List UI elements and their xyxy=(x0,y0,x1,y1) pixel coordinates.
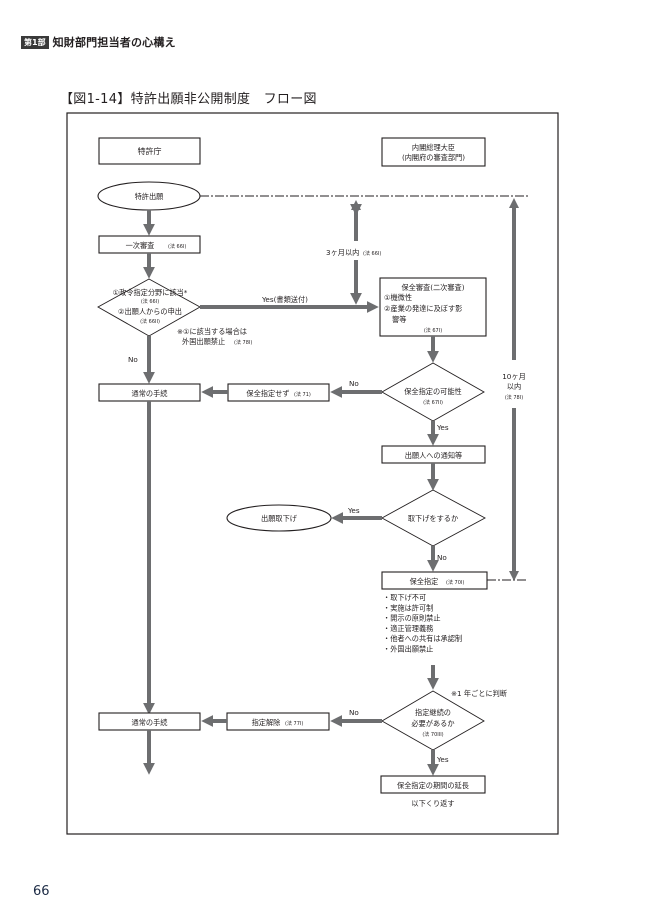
designation-effect-item: ・開示の原則禁止 xyxy=(383,614,441,623)
label-no-1: No xyxy=(128,355,138,364)
notify-applicant-label: 出願人への通知等 xyxy=(405,451,463,460)
normal-procedure-label-1: 通常の手続 xyxy=(132,389,168,398)
withdraw-label: 出願取下げ xyxy=(261,514,298,523)
no-designation-ref: (法 71) xyxy=(294,391,311,398)
arrowhead-ten-months-top xyxy=(509,198,519,208)
label-yes-2: Yes xyxy=(347,506,360,515)
possibility-label: 保全指定の可能性 xyxy=(404,387,462,396)
chapter-title: 知財部門担当者の心構え xyxy=(52,36,176,49)
arrowhead-ten-months-bottom xyxy=(509,571,519,581)
note-foreign-line2: 外国出願禁止 xyxy=(182,337,225,346)
first-exam-ref: (法 66I) xyxy=(168,243,186,250)
continue-line1: 指定継続の xyxy=(415,708,451,717)
security-exam-item1: ①機微性 xyxy=(384,293,412,302)
figure-title: 【図1-14】特許出願非公開制度 フロー図 xyxy=(60,92,317,107)
label-yes-send-docs: Yes(書類送付) xyxy=(261,295,308,304)
first-exam-label: 一次審査 xyxy=(126,241,155,250)
security-exam-box xyxy=(379,277,487,337)
designation-effect-item: ・適正管理義務 xyxy=(383,624,434,633)
cancel-designation-ref: (法 77I) xyxy=(285,720,303,727)
figure-frame xyxy=(66,112,559,835)
extension-box xyxy=(380,775,486,794)
designation-effect-item: ・他者への共有は承認制 xyxy=(383,634,462,643)
page-number: 66 xyxy=(33,884,50,899)
security-exam-ref: (法 67I) xyxy=(424,327,442,334)
cabinet-header-line2: (内閣府の審査部門) xyxy=(402,153,465,162)
decision1-line1: ①政令指定分野に該当* xyxy=(113,288,188,297)
jpo-header-box xyxy=(98,137,201,165)
label-ten-months-line2: 以内 xyxy=(507,382,521,391)
security-exam-title: 保全審査(二次審査) xyxy=(401,283,464,292)
cancel-designation-label: 指定解除 xyxy=(252,718,281,727)
annual-note: ※1 年ごとに判断 xyxy=(451,689,507,698)
withdraw-question-label: 取下げをするか xyxy=(408,514,458,523)
cabinet-header-line1: 内閣総理大臣 xyxy=(412,143,455,152)
extension-label: 保全指定の期間の延長 xyxy=(397,781,469,790)
designation-label: 保全指定 xyxy=(410,577,439,586)
decision1-line2: ②出願人からの申出 xyxy=(118,307,182,316)
continue-ref: (法 70III) xyxy=(422,731,443,738)
designation-effect-item: ・取下げ不可 xyxy=(383,593,426,602)
security-exam-item2b: 響等 xyxy=(392,315,406,324)
designation-effects-list: ・取下げ不可・実施は許可制・開示の原則禁止・適正管理義務・他者への共有は承認制・… xyxy=(383,593,462,654)
continue-line2: 必要があるか xyxy=(411,719,454,728)
security-exam-item2a: ②産業の発達に及ぼす影 xyxy=(384,304,462,313)
designation-effect-item: ・外国出願禁止 xyxy=(383,645,433,654)
label-no-2: No xyxy=(349,379,359,388)
note-foreign-ref: (法 78I) xyxy=(234,339,252,346)
no-designation-label: 保全指定せず xyxy=(246,389,289,398)
possibility-ref: (法 67II) xyxy=(423,399,443,406)
label-three-months: 3ヶ月以内 xyxy=(326,248,359,257)
note-foreign-line1: ※①に該当する場合は xyxy=(177,327,247,336)
jpo-header-label: 特許庁 xyxy=(138,146,162,156)
repeat-note: 以下くり返す xyxy=(411,799,454,808)
application-label: 特許出願 xyxy=(135,192,164,201)
designation-ref: (法 70I) xyxy=(446,579,464,586)
label-three-months-ref: (法 66I) xyxy=(363,250,381,257)
label-no-3: No xyxy=(437,553,447,562)
label-yes-1: Yes xyxy=(436,423,449,432)
designation-box xyxy=(381,571,488,590)
normal-procedure-label-2: 通常の手続 xyxy=(132,718,168,727)
label-ten-months-line1: 10ヶ月 xyxy=(502,372,526,381)
chapter-header: 第1部 知財部門担当者の心構え xyxy=(21,34,176,50)
label-ten-months-ref: (法 78I) xyxy=(505,394,523,401)
label-no-4: No xyxy=(349,708,359,717)
decision1-ref1: (法 66I) xyxy=(141,298,159,305)
cabinet-header-box xyxy=(381,137,486,167)
decision1-ref2: (法 66II) xyxy=(140,318,160,325)
arrowhead-three-months-top xyxy=(351,200,361,210)
withdraw-node xyxy=(226,504,332,532)
part-badge: 第1部 xyxy=(21,35,49,49)
designation-effect-item: ・実施は許可制 xyxy=(383,603,433,612)
label-yes-3: Yes xyxy=(436,755,449,764)
